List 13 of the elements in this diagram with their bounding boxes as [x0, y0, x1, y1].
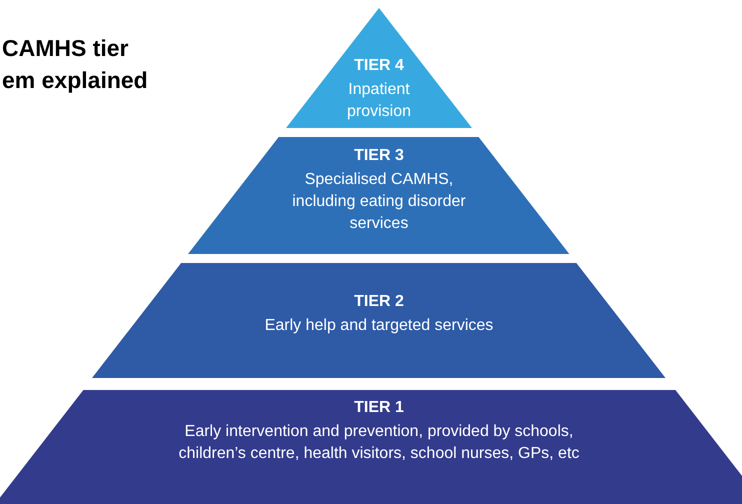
tier-description: Specialised CAMHS, including eating disorder services — [291, 170, 467, 234]
tier-heading: TIER 3 — [354, 146, 404, 166]
tier-heading: TIER 1 — [354, 398, 404, 418]
tier-heading: TIER 2 — [354, 292, 404, 312]
tier-description: Early intervention and prevention, provided by schools, children’s centre, health visitors, school nurses, GPs, etc — [178, 422, 580, 464]
pyramid-apex — [286, 8, 472, 128]
tier-heading: TIER 4 — [354, 56, 404, 76]
tier-description: Early help and targeted services — [264, 316, 494, 336]
pyramid-tier — [92, 263, 666, 378]
pyramid-tier — [188, 137, 570, 254]
pyramid-tier — [0, 390, 742, 504]
tier-description: Inpatient provision — [346, 80, 412, 122]
title: CAMHS tier em explained — [2, 34, 149, 95]
